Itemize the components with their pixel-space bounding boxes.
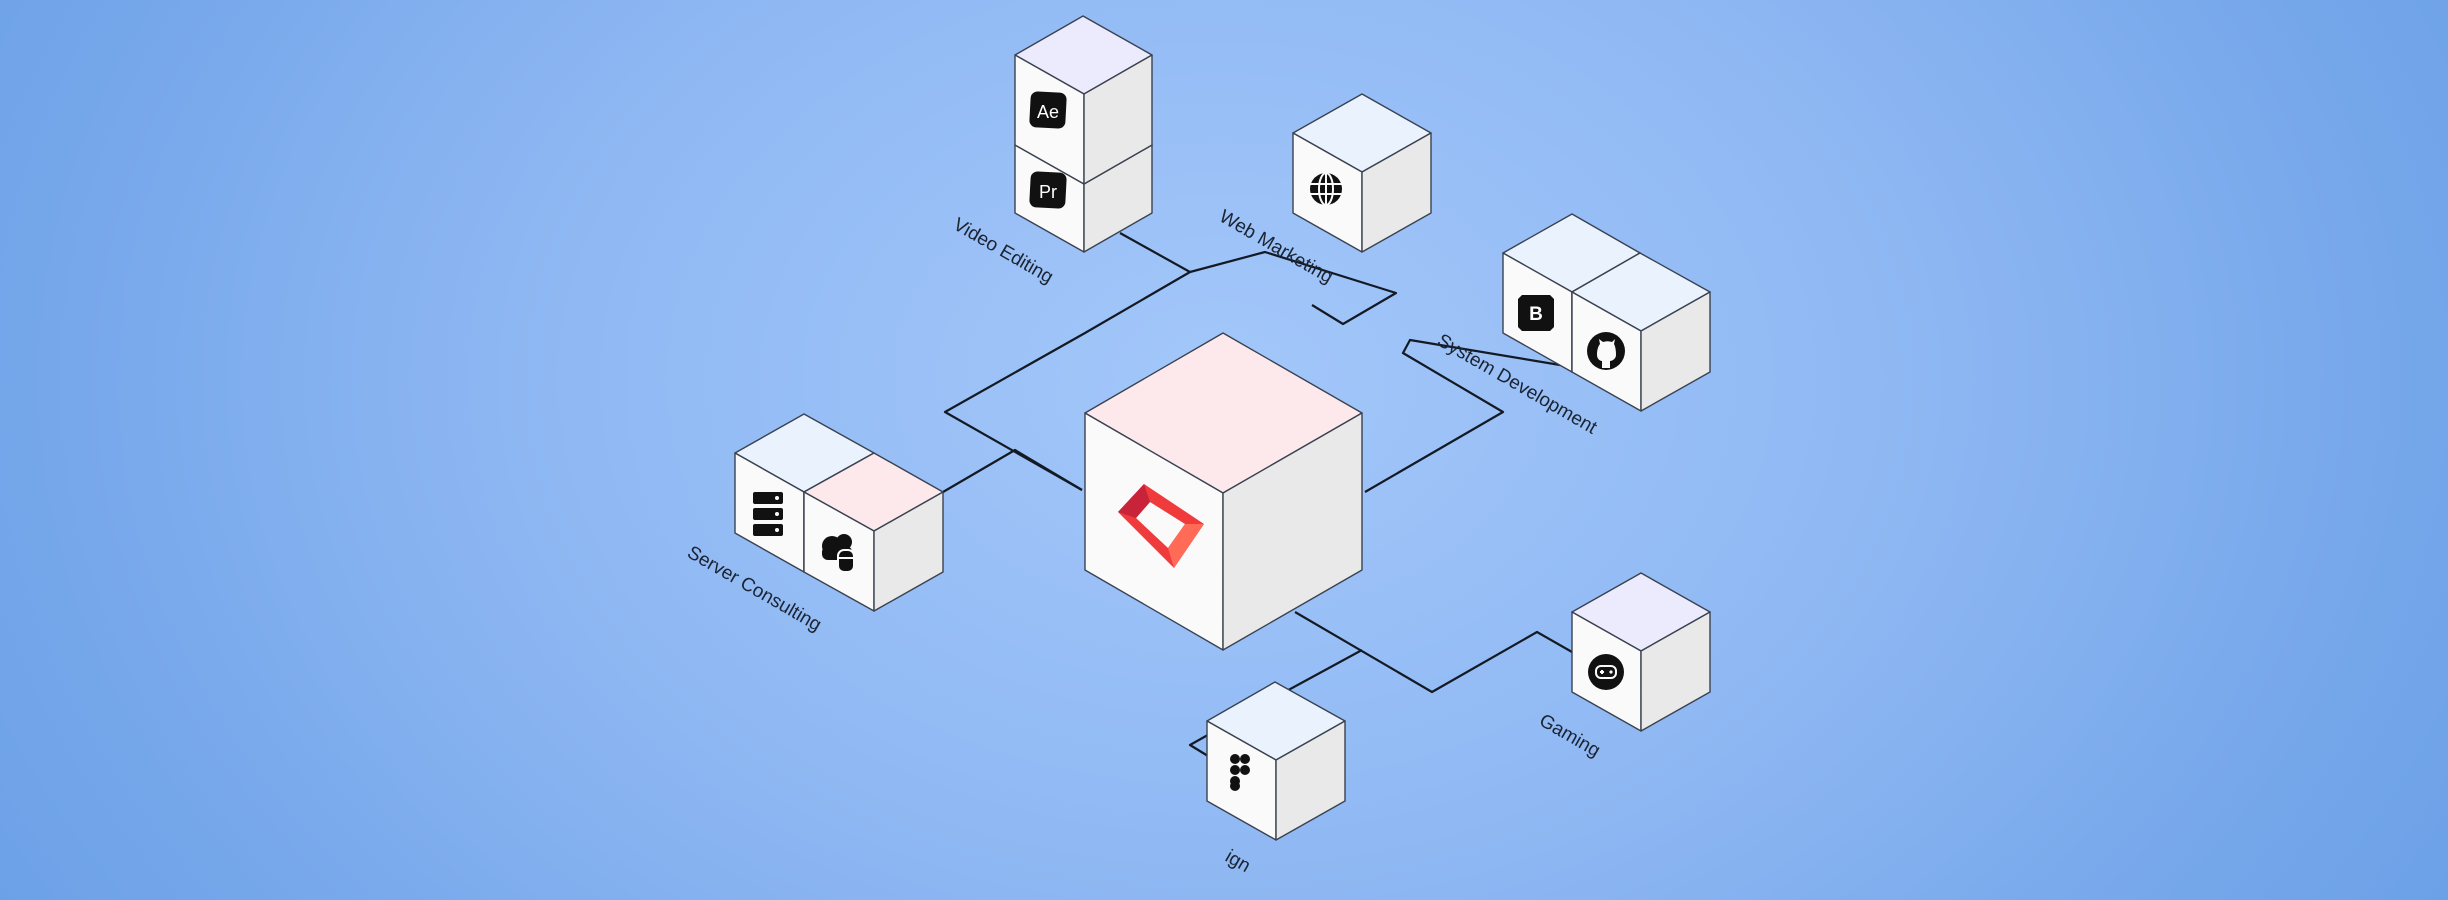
connector-system (1364, 338, 1561, 493)
red-diamond-logo-icon (1118, 484, 1204, 568)
premiere-pro-icon: Pr (1029, 171, 1067, 209)
cloud-database-icon (822, 534, 855, 573)
gamepad-icon (1588, 654, 1624, 690)
design-node: ign (1206, 681, 1346, 877)
github-icon (1587, 332, 1625, 370)
globe-icon (1310, 172, 1342, 206)
svg-text:Ae: Ae (1037, 102, 1059, 122)
figma-icon (1230, 754, 1250, 791)
connector-web (1189, 250, 1398, 326)
connector-gaming (1294, 611, 1573, 694)
after-effects-icon: Ae (1029, 91, 1067, 129)
video-editing-node: Ae Pr Video Editing (950, 15, 1153, 288)
svg-text:Pr: Pr (1039, 182, 1057, 202)
system-development-node: B System Development (1434, 213, 1711, 439)
server-consulting-node: Server Consulting (684, 413, 944, 636)
connector-server (942, 448, 1083, 493)
svg-text:B: B (1529, 304, 1543, 325)
connector-video (943, 232, 1192, 491)
category-label-gaming: Gaming (1536, 710, 1604, 761)
bootstrap-icon: B (1518, 295, 1554, 331)
category-label-design: ign (1222, 846, 1254, 877)
web-marketing-node: Web Marketing (1216, 93, 1432, 288)
hub-cube (1084, 332, 1363, 651)
server-rack-icon (753, 492, 783, 536)
gaming-node: Gaming (1536, 572, 1711, 762)
